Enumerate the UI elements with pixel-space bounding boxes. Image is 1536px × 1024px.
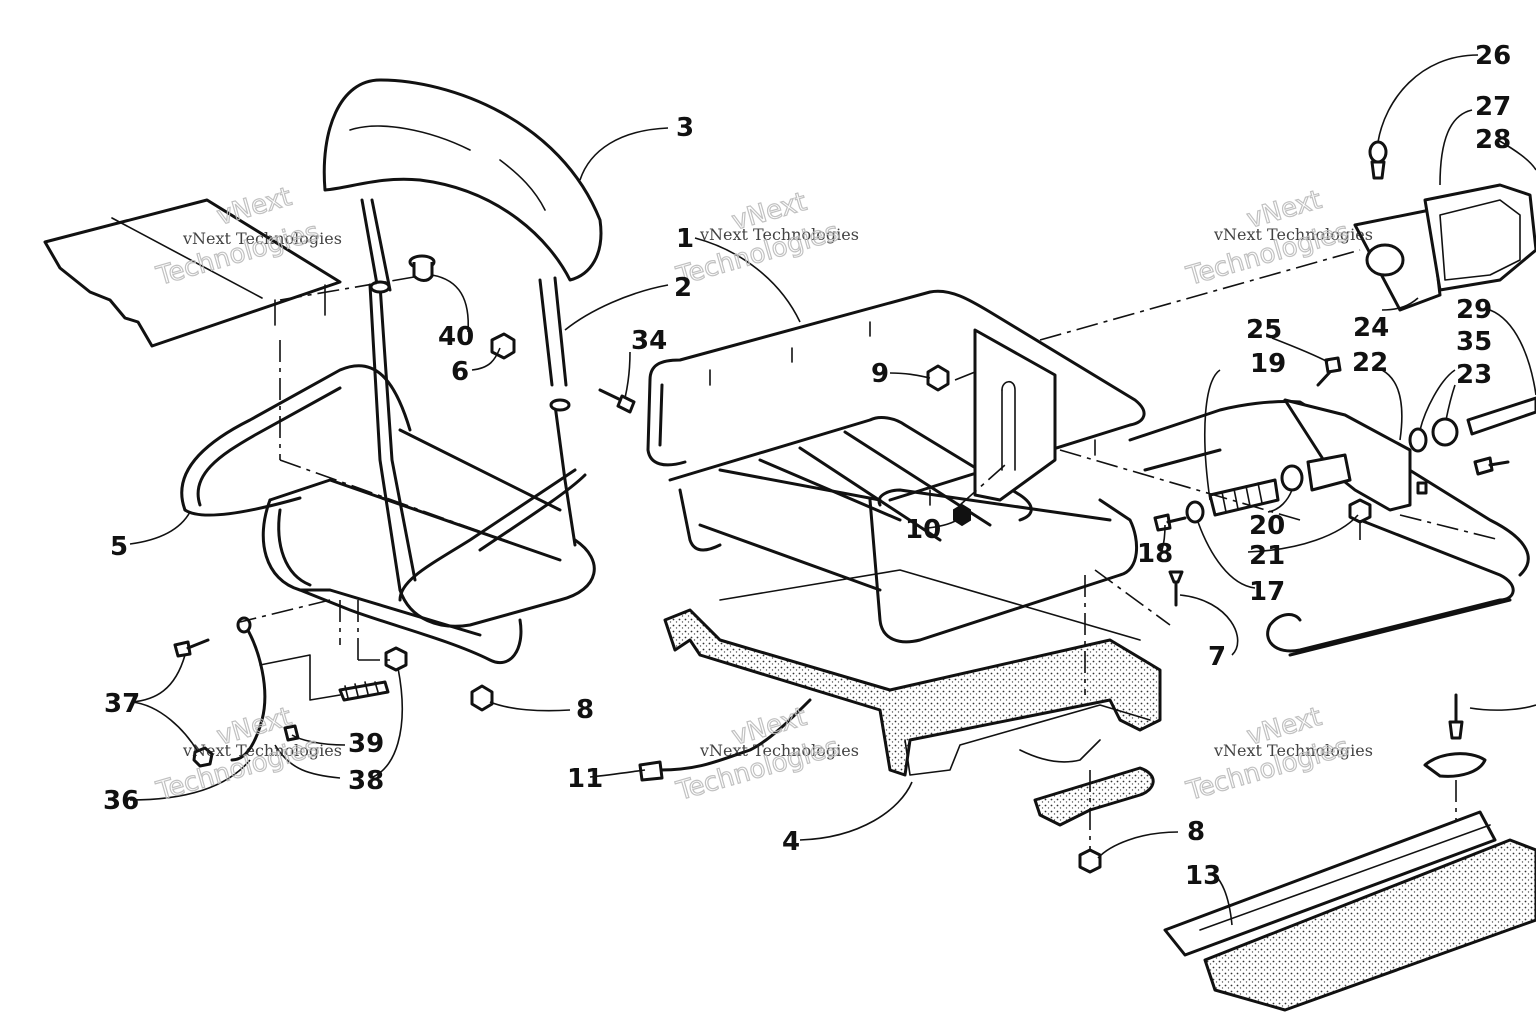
nut-part-10	[953, 503, 971, 527]
bolt-part-7	[1168, 570, 1184, 607]
backrest-posts	[360, 198, 568, 387]
callout-35: 35	[1456, 327, 1492, 357]
spring-part-19	[1208, 478, 1280, 517]
callout-21: 21	[1249, 541, 1285, 571]
bolt-part-right	[1473, 456, 1510, 476]
nut-part-9	[926, 364, 950, 392]
callout-37: 37	[104, 689, 140, 719]
hitch-bracket-part-22	[1283, 398, 1428, 512]
nut-part-6	[490, 332, 516, 360]
callout-34: 34	[631, 326, 667, 356]
svg-text:vNext Technologies: vNext Technologies	[182, 741, 342, 760]
callout-22: 22	[1352, 348, 1388, 378]
bushing-part-20	[1280, 453, 1352, 492]
backrest-pad	[322, 78, 603, 282]
callout-8-base: 8	[1187, 817, 1205, 847]
strap-assembly	[173, 616, 408, 768]
leader-lines	[129, 54, 1536, 926]
callout-20: 20	[1249, 511, 1285, 541]
callout-19: 19	[1250, 349, 1286, 379]
callout-1: 1	[676, 224, 694, 254]
lower-strap-plate	[1019, 739, 1155, 827]
callout-6: 6	[451, 357, 469, 387]
callout-28: 28	[1475, 125, 1511, 155]
watermark-bottom-center: vNext vNext Technologies Technologies	[672, 701, 859, 807]
rivet-bracket	[1423, 693, 1487, 778]
callout-9: 9	[871, 359, 889, 389]
svg-text:vNext: vNext	[214, 182, 295, 232]
mudflap-bracket-part-13	[1163, 810, 1536, 1012]
callout-29: 29	[1456, 295, 1492, 325]
bolt-part-25	[1316, 356, 1342, 387]
washer-part-35	[1408, 427, 1428, 453]
callout-7: 7	[1208, 642, 1226, 672]
washer-part-17	[1185, 500, 1205, 524]
callout-13: 13	[1185, 861, 1221, 891]
pin-part-29	[1466, 396, 1536, 436]
svg-text:vNext Technologies: vNext Technologies	[182, 229, 342, 248]
callout-18: 18	[1137, 539, 1173, 569]
callout-27: 27	[1475, 92, 1511, 122]
washer-part-23	[1431, 417, 1459, 447]
rack-mount-plate	[973, 328, 1057, 502]
harness-plug-part-11	[638, 698, 812, 782]
callout-26: 26	[1475, 41, 1511, 71]
watermark-bottom-left: vNext vNext Technologies Technologies	[152, 701, 342, 807]
rear-rack	[646, 289, 1146, 644]
svg-text:vNext Technologies: vNext Technologies	[1213, 741, 1373, 760]
cap-part-40	[408, 254, 436, 282]
taillight-assembly	[1353, 183, 1536, 312]
side-rail	[1128, 400, 1530, 657]
assembly-lines	[239, 249, 1501, 850]
seat-deck-panel	[43, 198, 342, 348]
svg-text:vNext Technologies: vNext Technologies	[699, 741, 859, 760]
callout-17: 17	[1249, 577, 1285, 607]
bulb-part-26	[1368, 140, 1388, 180]
svg-text:vNext Technologies: vNext Technologies	[1213, 225, 1373, 244]
callout-3: 3	[676, 113, 694, 143]
bolt-part-34	[598, 388, 636, 414]
bolt-part-18	[1153, 513, 1187, 532]
callout-10: 10	[905, 515, 941, 545]
callout-4: 4	[782, 827, 800, 857]
callout-8-seat: 8	[576, 695, 594, 725]
callout-11: 11	[567, 764, 603, 794]
callout-23: 23	[1456, 360, 1492, 390]
svg-text:vNext Technologies: vNext Technologies	[699, 225, 859, 244]
callout-25: 25	[1246, 315, 1282, 345]
seat-frame	[180, 280, 596, 664]
callout-36: 36	[103, 786, 139, 816]
callout-39: 39	[348, 729, 384, 759]
callout-40: 40	[438, 322, 474, 352]
callout-38: 38	[348, 766, 384, 796]
carrier-base-panel	[663, 569, 1162, 777]
callout-5: 5	[110, 532, 128, 562]
callout-2: 2	[674, 273, 692, 303]
callout-labels: 1 2 3 4 5 6 7 8 8 9 10 11 13 17 18 19 20…	[103, 41, 1511, 891]
watermark-top-right: vNext vNext Technologies Technologies	[1182, 184, 1373, 292]
nut-part-21	[1348, 498, 1372, 524]
callout-24: 24	[1353, 313, 1389, 343]
watermark-bottom-right: vNext vNext Technologies Technologies	[1182, 701, 1373, 807]
